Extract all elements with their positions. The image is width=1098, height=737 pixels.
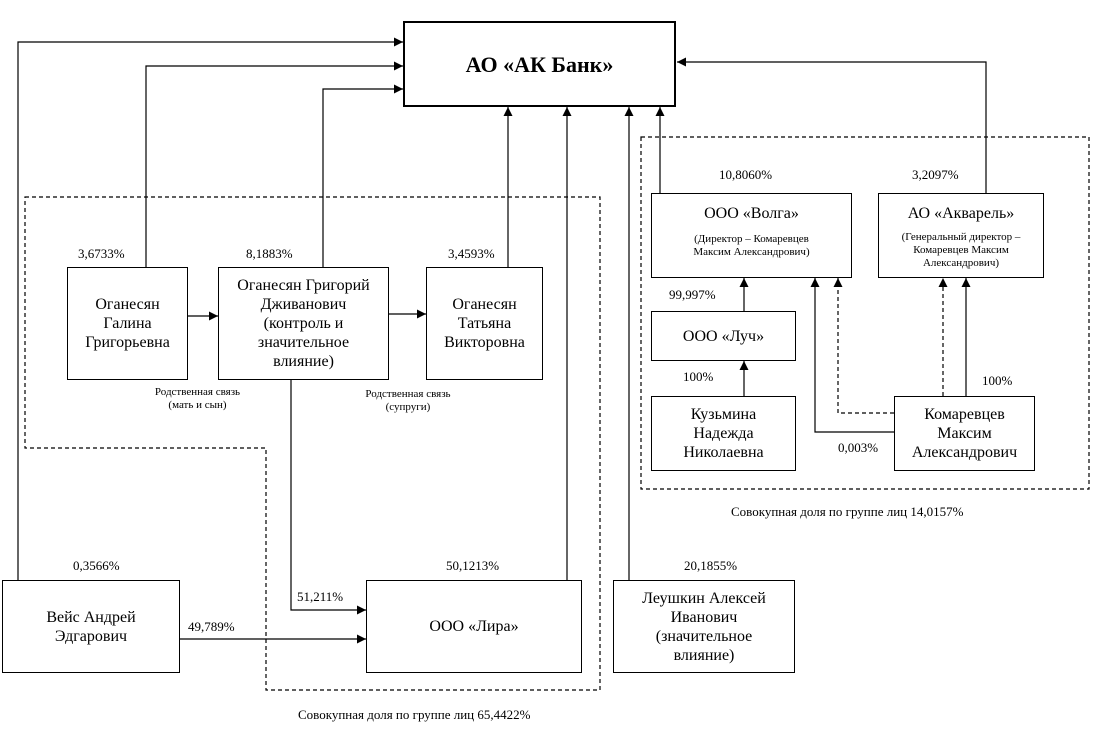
komarevtsev-group-outline xyxy=(640,136,1090,490)
leushkin-share-label: 20,1855% xyxy=(684,558,738,573)
bank-box: АО «АК Банк» xyxy=(403,21,676,107)
akvarel-name: АО «Акварель» xyxy=(907,205,1015,222)
veis-share-label: 0,3566% xyxy=(73,558,120,573)
veis-lira-share-label: 49,789% xyxy=(188,619,235,634)
luch-volga-share-label: 99,997% xyxy=(669,287,716,302)
oganesyan-group-outline xyxy=(24,196,601,691)
lira-box: ООО «Лира» xyxy=(366,580,582,673)
lira-share-label: 50,1213% xyxy=(446,558,500,573)
veis-to-bank-arrow xyxy=(17,37,403,580)
volga-name: ООО «Волга» xyxy=(704,205,799,222)
oganesyan-group-total: Совокупная доля по группе лиц 65,4422% xyxy=(298,707,531,722)
galina-box: Оганесян Галина Григорьевна xyxy=(67,267,188,380)
kuzmina-luch-share-label: 100% xyxy=(683,369,714,384)
volga-director: (Директор – Комаревцев Максим Александро… xyxy=(693,233,810,258)
komarevtsev-akvarel-share-label: 100% xyxy=(982,373,1013,388)
luch-box: ООО «Луч» xyxy=(651,311,796,361)
veis-box: Вейс Андрей Эдгарович xyxy=(2,580,180,673)
volga-box: ООО «Волга» (Директор – Комаревцев Макси… xyxy=(651,193,852,278)
grigory-tatyana-relation-note: Родственная связь (супруги) xyxy=(365,388,451,413)
grigory-to-lira-arrow xyxy=(290,380,366,615)
akvarel-director: (Генеральный директор – Комаревцев Макси… xyxy=(901,231,1021,269)
komarevtsev-to-volga-control-arrow xyxy=(833,278,894,414)
grigory-box: Оганесян Григорий Дживанович (контроль и… xyxy=(218,267,389,380)
luch-name: ООО «Луч» xyxy=(682,327,765,345)
grigory-to-bank-arrow xyxy=(322,84,403,267)
komarevtsev-name: Комаревцев Максим Александрович xyxy=(911,406,1018,461)
grigory-name: Оганесян Григорий Дживанович (контроль и… xyxy=(237,277,370,370)
tatyana-box: Оганесян Татьяна Викторовна xyxy=(426,267,543,380)
leushkin-name: Леушкин Алексей Иванович (значительное в… xyxy=(642,589,766,664)
komarevtsev-group-total: Совокупная доля по группе лиц 14,0157% xyxy=(731,504,964,519)
kuzmina-name: Кузьмина Надежда Николаевна xyxy=(683,406,764,461)
grigory-share-label: 8,1883% xyxy=(246,246,293,261)
veis-name: Вейс Андрей Эдгарович xyxy=(46,608,136,645)
volga-share-label: 10,8060% xyxy=(719,167,773,182)
lira-name: ООО «Лира» xyxy=(429,618,519,635)
galina-to-bank-arrow xyxy=(145,61,403,267)
komarevtsev-volga-share-label: 0,003% xyxy=(838,440,879,455)
galina-grigory-relation-note: Родственная связь (мать и сын) xyxy=(154,386,241,411)
komarevtsev-to-volga-arrow xyxy=(810,278,894,433)
tatyana-share-label: 3,4593% xyxy=(448,246,495,261)
akvarel-box: АО «Акварель» (Генеральный директор – Ко… xyxy=(878,193,1044,278)
kuzmina-box: Кузьмина Надежда Николаевна xyxy=(651,396,796,471)
galina-share-label: 3,6733% xyxy=(78,246,125,261)
tatyana-name: Оганесян Татьяна Викторовна xyxy=(444,296,525,351)
galina-name: Оганесян Галина Григорьевна xyxy=(85,296,170,351)
bank-name: АО «АК Банк» xyxy=(465,51,614,77)
akvarel-share-label: 3,2097% xyxy=(912,167,959,182)
komarevtsev-box: Комаревцев Максим Александрович xyxy=(894,396,1035,471)
leushkin-box: Леушкин Алексей Иванович (значительное в… xyxy=(613,580,795,673)
akvarel-to-bank-arrow xyxy=(677,57,987,193)
grigory-lira-share-label: 51,211% xyxy=(297,589,344,604)
